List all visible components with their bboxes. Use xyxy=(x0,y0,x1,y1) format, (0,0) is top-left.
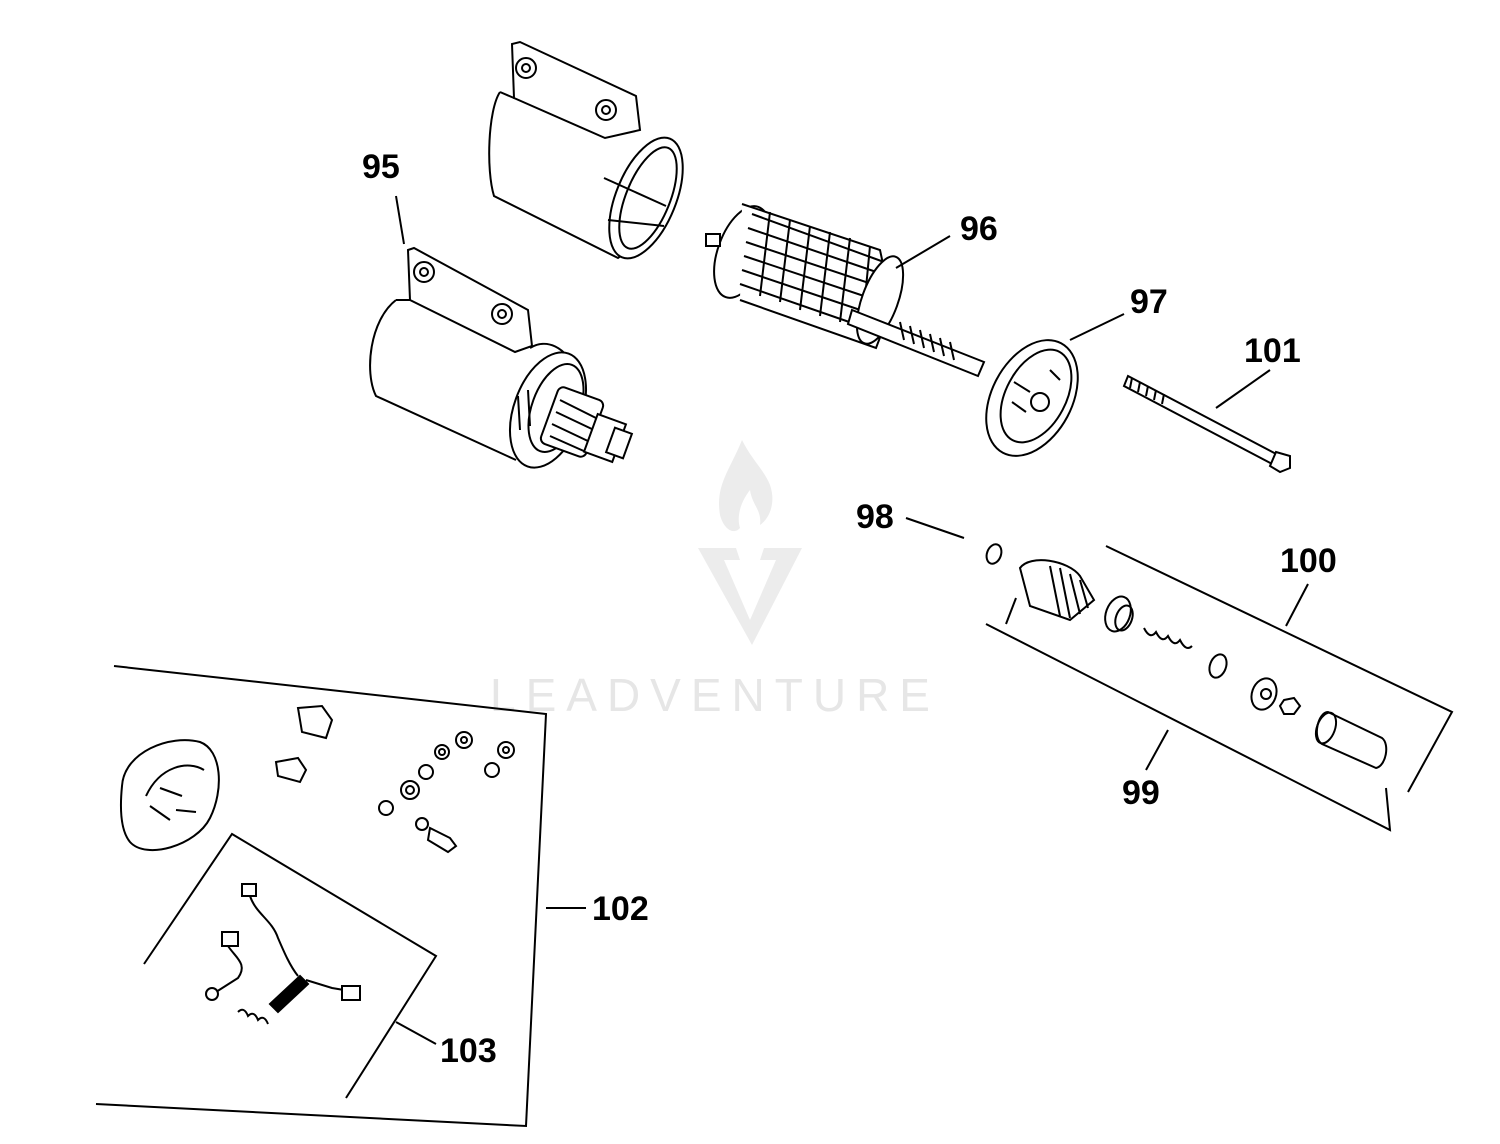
starter-motor-assembly xyxy=(370,248,632,478)
leader-lines xyxy=(396,196,1308,1044)
commutator-end-kit xyxy=(96,666,586,1126)
armature xyxy=(703,199,984,376)
callout-103: 103 xyxy=(440,1032,497,1070)
retaining-ring xyxy=(984,542,1004,566)
callout-99: 99 xyxy=(1122,774,1160,812)
callout-100: 100 xyxy=(1280,542,1337,580)
commutator-end-plate xyxy=(968,324,1097,471)
callout-102: 102 xyxy=(592,890,649,928)
callout-101: 101 xyxy=(1244,332,1301,370)
callout-96: 96 xyxy=(960,210,998,248)
callout-97: 97 xyxy=(1130,283,1168,321)
through-bolt xyxy=(1124,376,1290,472)
frame-shield-upper xyxy=(489,42,698,269)
callout-95: 95 xyxy=(362,148,400,186)
callout-98: 98 xyxy=(856,498,894,536)
flame-v-logo-icon xyxy=(698,440,802,645)
drive-kit xyxy=(986,546,1452,830)
watermark-text: LEADVENTURE xyxy=(490,669,940,721)
brush-kit xyxy=(144,834,436,1098)
